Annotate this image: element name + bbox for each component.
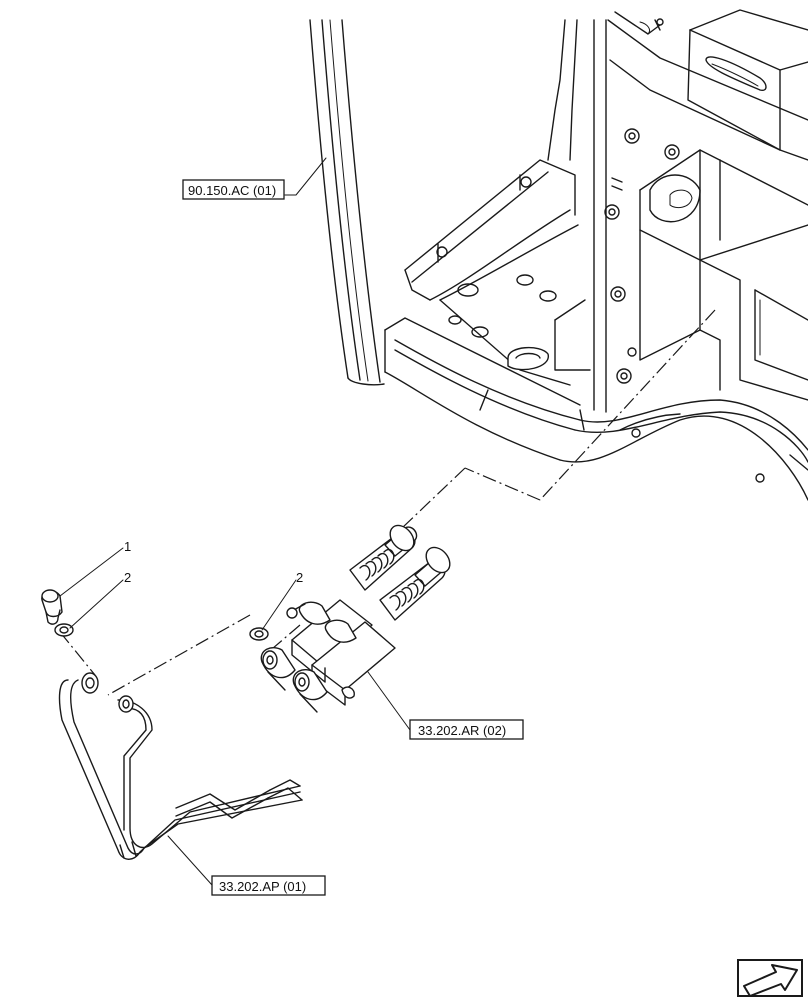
- callout-pipe[interactable]: 33.202.AP (01): [211, 875, 326, 896]
- item-number-1: 1: [124, 539, 131, 554]
- sealing-washer-right: [249, 627, 269, 641]
- next-page-arrow-icon[interactable]: [737, 959, 803, 997]
- item-number-2-right: 2: [296, 570, 303, 585]
- banjo-bolt: [41, 589, 63, 625]
- cab-assembly: [309, 9, 808, 501]
- item-number-2-left: 2: [124, 570, 131, 585]
- callout-valve[interactable]: 33.202.AR (02): [409, 719, 524, 740]
- alignment-lines: [59, 309, 716, 696]
- hydraulic-pipe-assembly: [58, 672, 303, 860]
- callout-cab-label: 90.150.AC (01): [188, 183, 276, 198]
- sealing-washer-left: [54, 623, 74, 637]
- callout-pipe-label: 33.202.AP (01): [219, 879, 306, 894]
- leader-lines: [59, 157, 411, 886]
- remote-valve-assembly: [260, 524, 451, 713]
- fasteners: [41, 589, 269, 641]
- callout-cab[interactable]: 90.150.AC (01): [182, 179, 285, 200]
- callout-valve-label: 33.202.AR (02): [418, 723, 506, 738]
